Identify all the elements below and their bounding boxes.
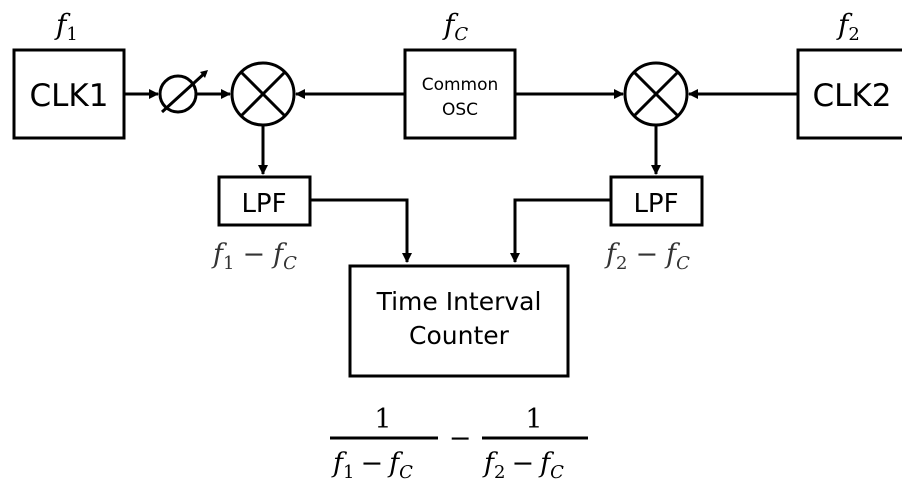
lpf-left-block — [217, 175, 312, 227]
label-f2: f2 — [836, 8, 860, 45]
phase-shifter-circle — [158, 74, 198, 114]
lpf-right-label: LPF — [633, 189, 678, 219]
label-left-difference: f1−fC — [211, 239, 297, 274]
formula-denominator-left: f1−fC — [331, 448, 413, 482]
formula-numerator-left: 1 — [374, 404, 391, 435]
time-interval-counter-block — [348, 264, 570, 378]
mixer-right-cross-b — [632, 70, 680, 118]
lpf-left-label: LPF — [241, 189, 286, 219]
formula-numerator-right: 1 — [525, 404, 542, 435]
clk2-label: CLK2 — [813, 78, 892, 114]
clk1-block — [12, 48, 126, 140]
counter-label-1: Time Interval — [376, 287, 542, 316]
common-osc-label-2: OSC — [442, 100, 478, 120]
phase-shifter-slash — [160, 70, 208, 114]
formula-denominator-right: f2−fC — [482, 448, 564, 482]
mixer-left-cross-b — [239, 70, 287, 118]
wire-lpf-left-to-counter — [310, 198, 412, 263]
label-right-difference: f2−fC — [604, 239, 690, 274]
phase-shifter-arrowtip — [200, 70, 208, 78]
clk1-label: CLK1 — [30, 78, 109, 114]
common-osc-label-1: Common — [422, 75, 499, 95]
label-fc: fC — [442, 8, 468, 45]
clk2-block — [796, 48, 902, 140]
wire-lpf-right-to-counter — [510, 198, 611, 263]
lpf-right-block — [609, 175, 704, 227]
label-f1: f1 — [54, 8, 78, 45]
counter-label-2: Counter — [409, 321, 510, 350]
formula-operator: − — [449, 423, 472, 454]
